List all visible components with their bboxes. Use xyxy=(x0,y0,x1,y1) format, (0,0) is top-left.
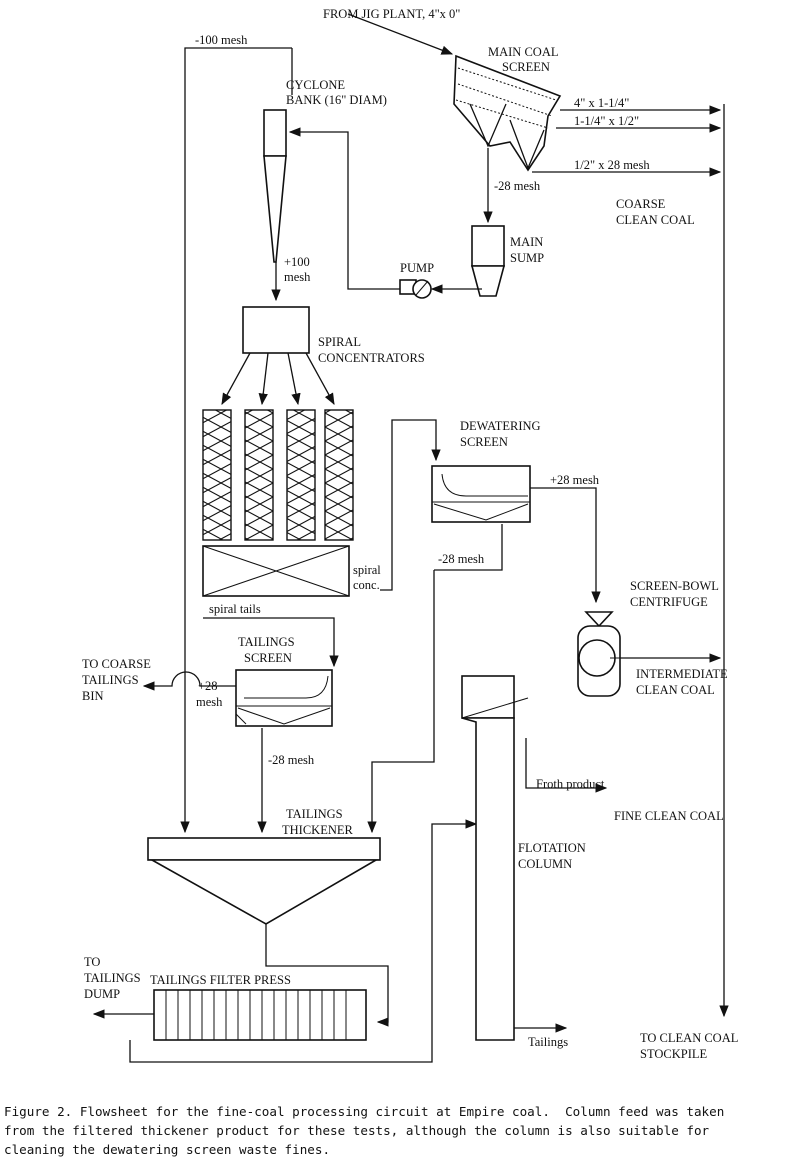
spiral-label-2: CONCENTRATORS xyxy=(318,351,425,365)
spiral-conc-label-1: spiral xyxy=(353,563,381,577)
centrifuge-label-1: SCREEN-BOWL xyxy=(630,579,719,593)
plus28-tailings-label-2: mesh xyxy=(196,695,223,709)
dewatering-screen xyxy=(431,465,531,523)
tailings-thickener xyxy=(147,837,381,925)
flotation-label-2: COLUMN xyxy=(518,857,572,871)
plus28-dewater-label: +28 mesh xyxy=(550,473,600,487)
plus28-tailings-label-1: +28 xyxy=(198,679,218,693)
plus100-label-2: mesh xyxy=(284,270,311,284)
thickener-label-1: TAILINGS xyxy=(286,807,343,821)
thickener-label-2: THICKENER xyxy=(282,823,353,837)
spiral-feed-box xyxy=(242,306,310,354)
pump-label: PUMP xyxy=(400,261,434,275)
tail-screen-label-1: TAILINGS xyxy=(238,635,295,649)
froth-label: Froth product xyxy=(536,777,605,791)
flowsheet-diagram: FROM JIG PLANT, 4"x 0" -100 mesh MAIN CO… xyxy=(82,7,738,1063)
intermediate-label-1: INTERMEDIATE xyxy=(636,667,728,681)
spiral-conc-label-2: conc. xyxy=(353,578,380,592)
thickener-underflow-line xyxy=(265,924,389,1027)
sump-label-2: SUMP xyxy=(510,251,544,265)
intermediate-label-2: CLEAN COAL xyxy=(636,683,715,697)
coarse-label-1: COARSE xyxy=(616,197,666,211)
coarse-bin-label-3: BIN xyxy=(82,689,104,703)
minus28-dewater-line xyxy=(367,570,435,834)
minus100-line xyxy=(180,47,292,834)
centrifuge-label-2: CENTRIFUGE xyxy=(630,595,708,609)
dewater-label-2: SCREEN xyxy=(460,435,508,449)
spiral-label-1: SPIRAL xyxy=(318,335,361,349)
spiral-tails-line xyxy=(203,617,339,668)
main-sump xyxy=(470,225,506,297)
minus100-label: -100 mesh xyxy=(195,33,248,47)
cyclone-label-1: CYCLONE xyxy=(286,78,345,92)
main-coal-screen xyxy=(453,54,562,172)
tailings-screen xyxy=(235,669,333,727)
flotation-label-1: FLOTATION xyxy=(518,841,586,855)
feed-arrow xyxy=(347,13,454,55)
spiral-concentrators xyxy=(202,409,354,541)
screen-bowl-centrifuge xyxy=(577,611,621,697)
dewater-label-1: DEWATERING xyxy=(460,419,541,433)
caption-line-2: from the filtered thickener product for … xyxy=(4,1123,710,1138)
tail-screen-label-2: SCREEN xyxy=(244,651,292,665)
spiral-tails-label: spiral tails xyxy=(209,602,261,616)
coarse-bin-label-1: TO COARSE xyxy=(82,657,151,671)
coarse-label-2: CLEAN COAL xyxy=(616,213,695,227)
column-feed-line xyxy=(129,819,478,1063)
dump-label-2: TAILINGS xyxy=(84,971,141,985)
main-screen-label-1: MAIN COAL xyxy=(488,45,558,59)
minus28-main-label: -28 mesh xyxy=(494,179,541,193)
sump-label-1: MAIN xyxy=(510,235,543,249)
minus28-tailings-label: -28 mesh xyxy=(268,753,315,767)
size-label-3: 1/2" x 28 mesh xyxy=(574,158,650,172)
stockpile-label-1: TO CLEAN COAL xyxy=(640,1031,738,1045)
filter-press-label: TAILINGS FILTER PRESS xyxy=(150,973,291,987)
size-label-2: 1-1/4" x 1/2" xyxy=(574,114,639,128)
stockpile-label-2: STOCKPILE xyxy=(640,1047,708,1061)
spiral-conc-line xyxy=(380,419,441,591)
cyclone-bank xyxy=(263,109,287,263)
feed-label: FROM JIG PLANT, 4"x 0" xyxy=(323,7,460,21)
pump xyxy=(399,279,432,299)
coarse-bin-label-2: TAILINGS xyxy=(82,673,139,687)
dump-label-3: DUMP xyxy=(84,987,120,1001)
caption-line-1: Figure 2. Flowsheet for the fine-coal pr… xyxy=(4,1104,725,1119)
main-screen-label-2: SCREEN xyxy=(502,60,550,74)
figure-caption: Figure 2. Flowsheet for the fine-coal pr… xyxy=(4,1102,800,1159)
froth-product-arrow xyxy=(525,738,608,793)
spiral-launder xyxy=(202,545,350,597)
pump-to-cyclone-line xyxy=(288,127,400,290)
cyclone-label-2: BANK (16" DIAM) xyxy=(286,93,387,107)
minus28-dewater-label: -28 mesh xyxy=(438,552,485,566)
plus28-dewater-line xyxy=(530,487,601,604)
dump-label-1: TO xyxy=(84,955,100,969)
caption-line-3: cleaning the dewatering screen waste fin… xyxy=(4,1142,331,1157)
flotation-column xyxy=(461,675,529,1041)
plus100-label-1: +100 xyxy=(284,255,310,269)
size-label-1: 4" x 1-1/4" xyxy=(574,96,629,110)
tailings-filter-press xyxy=(153,989,367,1041)
fine-clean-label: FINE CLEAN COAL xyxy=(614,809,724,823)
coarse-tailings-line xyxy=(142,671,236,691)
tailings-label: Tailings xyxy=(528,1035,568,1049)
